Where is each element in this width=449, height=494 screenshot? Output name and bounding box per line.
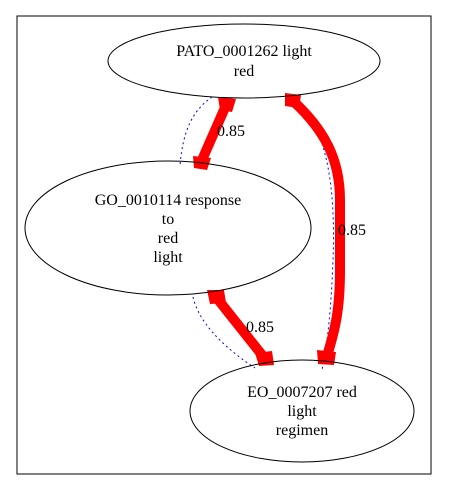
edge-label-pato-eo: 0.85 xyxy=(338,222,366,239)
edge-pato-eo xyxy=(285,93,345,365)
node-label-line: GO_0010114 response xyxy=(95,192,242,209)
node-label-line: red xyxy=(234,63,254,80)
node-label-line: regimen xyxy=(276,422,328,439)
dotted-edge-pato-go xyxy=(179,96,213,166)
node-label-line: EO_0007207 red xyxy=(247,384,357,401)
node-pato[interactable]: PATO_0001262 light red xyxy=(107,23,381,99)
edge-label-go-eo: 0.85 xyxy=(246,319,274,336)
node-shape xyxy=(24,160,312,296)
graph-frame xyxy=(16,15,432,475)
node-go[interactable]: GO_0010114 response to red light xyxy=(24,160,312,296)
edge-line xyxy=(287,95,345,361)
node-eo[interactable]: EO_0007207 red light regimen xyxy=(189,359,415,463)
node-label-line: light xyxy=(153,249,183,266)
edge-line xyxy=(197,98,232,165)
edge-end-marker xyxy=(285,93,301,108)
edge-end-marker xyxy=(207,290,226,304)
edge-line xyxy=(211,292,271,365)
node-label-line: light xyxy=(287,403,317,420)
dotted-edge-go-eo xyxy=(192,296,256,369)
node-label-line: to xyxy=(162,211,174,228)
node-shape xyxy=(189,359,415,463)
node-shape xyxy=(107,23,381,99)
edge-label-pato-go: 0.85 xyxy=(217,123,245,140)
node-label-line: red xyxy=(158,230,178,247)
node-label-line: PATO_0001262 light xyxy=(176,43,312,60)
edge-end-marker xyxy=(218,97,236,112)
edge-end-marker xyxy=(317,350,336,365)
